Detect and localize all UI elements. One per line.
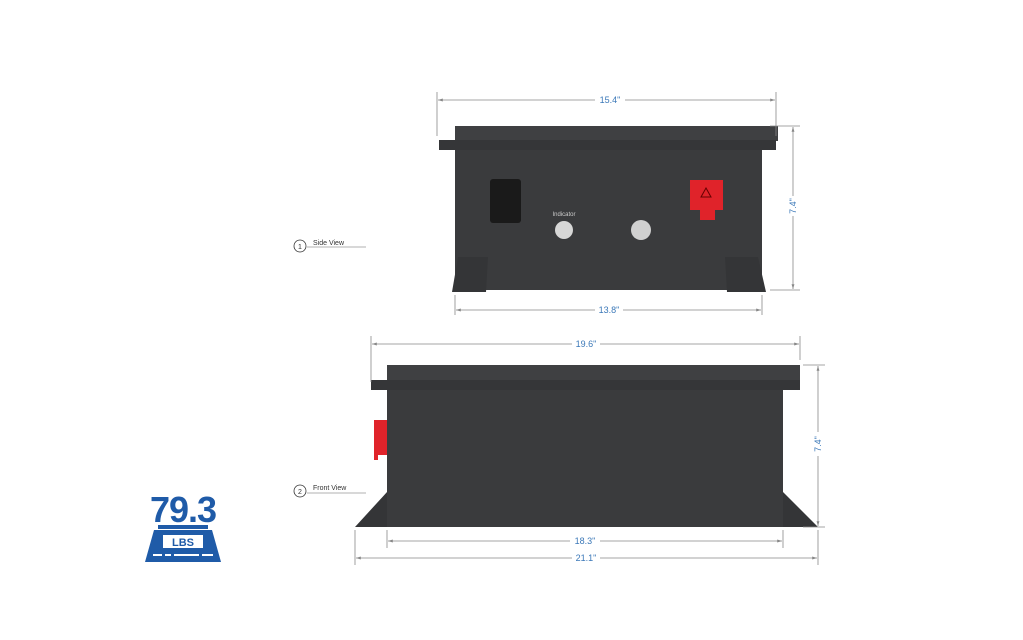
dim-side-base-width: 13.8" [599,305,620,315]
front-flange [371,380,800,390]
front-body [387,390,783,527]
scale-platform [158,525,208,529]
side-foot-left [452,257,488,292]
front-foot-left [355,492,387,527]
side-foot-right [725,257,766,292]
dim-front-base-width: 21.1" [576,553,597,563]
dim-side-height: 7.4" [788,198,798,214]
front-view-callout: 2 Front View [293,484,366,498]
side-view-callout: 1 Side View [293,239,366,253]
front-foot-right [783,492,818,527]
warning-icon [700,186,712,198]
scale-display [163,535,203,548]
side-flange [439,140,776,150]
dim-side-top-width: 15.4" [600,95,621,105]
weight-unit: LBS [172,537,194,549]
indicator-label: Indicator [552,212,575,218]
side-lid [455,126,778,141]
dim-front-height: 7.4" [813,436,823,452]
front-view-number-circle [293,484,307,498]
front-lid [387,365,800,381]
switch-button [631,220,651,240]
weight-value: 79.3 [150,489,216,530]
front-view-drawing: 19.6" 18.3" 21.1" 7.4" [354,336,825,565]
side-view-number: 1 [298,244,302,251]
dim-front-body-width: 18.3" [575,536,596,546]
side-view-number-circle [293,239,307,253]
side-view-label: Side View [313,240,345,247]
weight-badge: 79.3 LBS [145,489,221,562]
front-view-number: 2 [298,489,302,496]
front-view-label: Front View [313,485,347,492]
dim-front-top-width: 19.6" [576,339,597,349]
side-view-drawing: Indicator 15.4" 13.8" 7.4" [436,92,800,315]
indicator-light [555,221,573,239]
negative-terminal-icon [490,179,521,223]
positive-terminal-side-icon [374,420,387,460]
positive-terminal-icon [690,180,723,220]
